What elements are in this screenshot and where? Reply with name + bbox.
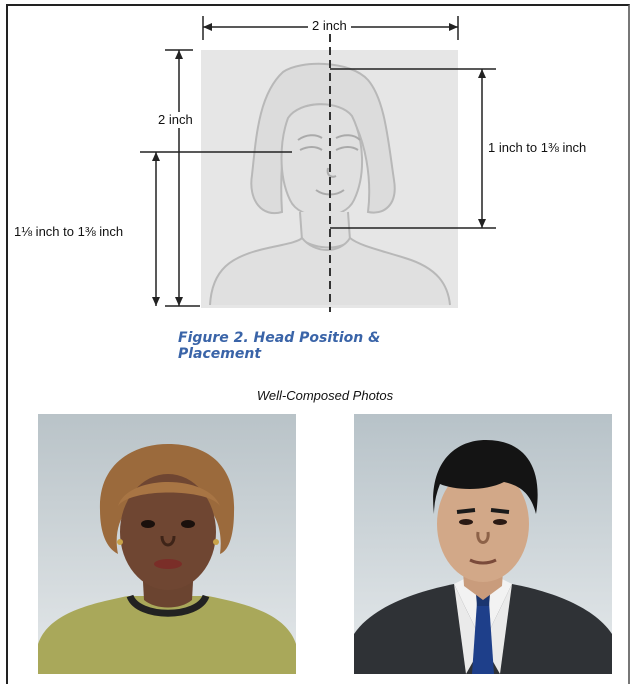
head-position-diagram — [0, 0, 636, 330]
man-photo — [354, 414, 612, 674]
neck-silhouette — [300, 212, 350, 248]
figure-caption: Figure 2. Head Position & Placement — [178, 330, 468, 362]
head-size-label: 1 inch to 1⅜ inch — [488, 140, 586, 156]
width-label: 2 inch — [308, 18, 351, 34]
eye-height-label: 1⅛ inch to 1⅜ inch — [14, 224, 123, 240]
woman-photo — [38, 414, 296, 674]
height-label: 2 inch — [158, 112, 193, 128]
photos-heading: Well-Composed Photos — [240, 388, 410, 403]
face-silhouette — [282, 104, 363, 216]
